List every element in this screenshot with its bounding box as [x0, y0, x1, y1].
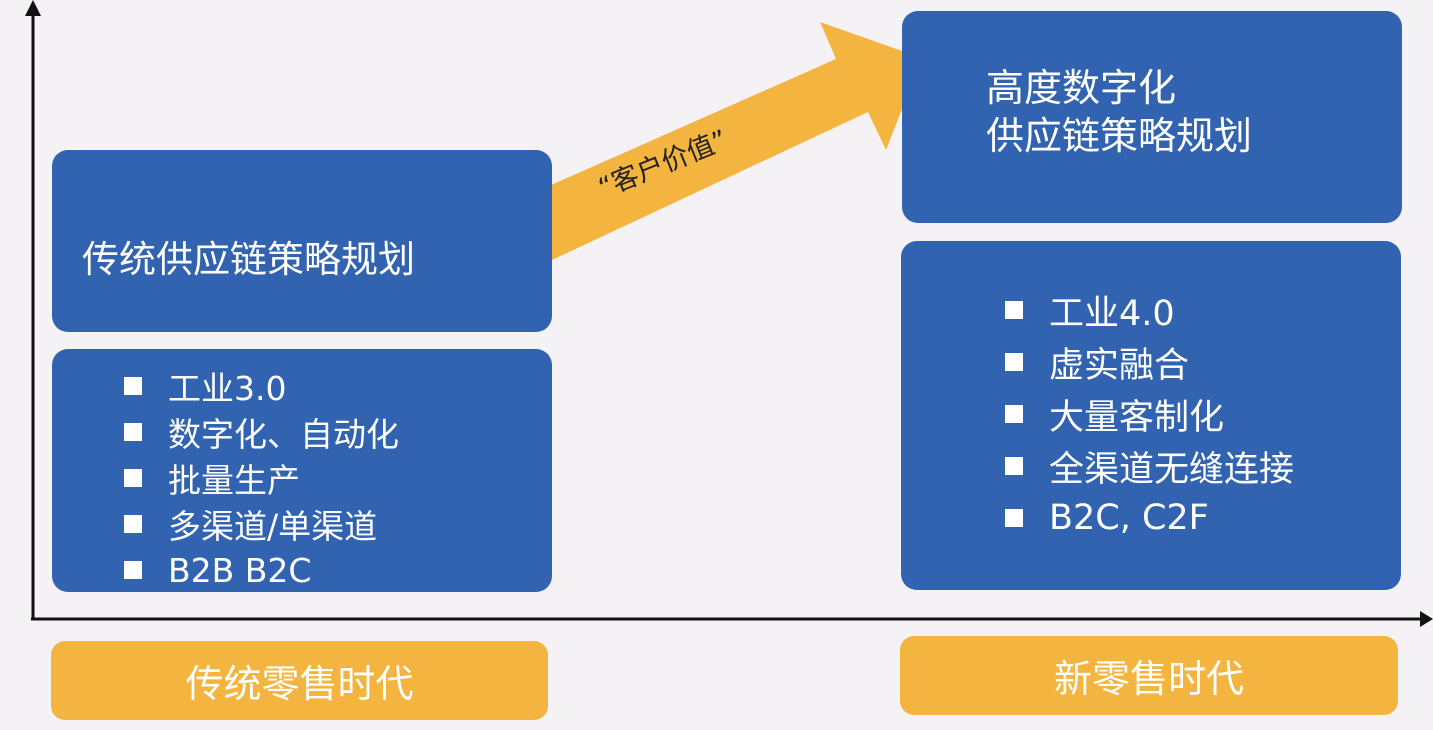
traditional-strategy-box: 传统供应链策略规划	[52, 150, 552, 332]
traditional-strategy-title: 传统供应链策略规划	[82, 238, 415, 281]
square-bullet-icon	[124, 423, 142, 441]
square-bullet-icon	[1005, 301, 1023, 319]
traditional-features-list: 工业3.0 数字化、自动化 批量生产 多渠道/单渠道 B2B B2C	[124, 363, 552, 593]
list-item: 虚实融合	[1005, 336, 1401, 388]
y-axis-arrowhead	[25, 0, 41, 16]
list-item: 数字化、自动化	[124, 409, 552, 455]
digital-features-list: 工业4.0 虚实融合 大量客制化 全渠道无缝连接 B2C, C2F	[1005, 284, 1401, 544]
digital-strategy-title-line-2: 供应链策略规划	[986, 114, 1253, 158]
traditional-retail-era-label: 传统零售时代	[51, 641, 548, 720]
square-bullet-icon	[124, 515, 142, 533]
square-bullet-icon	[1005, 457, 1023, 475]
digital-strategy-title-line-1: 高度数字化	[986, 66, 1177, 110]
square-bullet-icon	[1005, 509, 1023, 527]
x-axis-arrowhead	[1420, 611, 1433, 627]
square-bullet-icon	[1005, 353, 1023, 371]
list-item: 工业3.0	[124, 363, 552, 409]
new-retail-era-label: 新零售时代	[900, 636, 1398, 715]
traditional-features-box: 工业3.0 数字化、自动化 批量生产 多渠道/单渠道 B2B B2C	[52, 349, 552, 592]
list-item: 全渠道无缝连接	[1005, 440, 1401, 492]
digital-strategy-box: 高度数字化 供应链策略规划	[902, 11, 1402, 223]
list-item: 大量客制化	[1005, 388, 1401, 440]
square-bullet-icon	[124, 469, 142, 487]
square-bullet-icon	[124, 561, 142, 579]
square-bullet-icon	[1005, 405, 1023, 423]
list-item: 工业4.0	[1005, 284, 1401, 336]
digital-features-box: 工业4.0 虚实融合 大量客制化 全渠道无缝连接 B2C, C2F	[901, 241, 1401, 590]
square-bullet-icon	[124, 377, 142, 395]
list-item: B2C, C2F	[1005, 492, 1401, 544]
list-item: B2B B2C	[124, 547, 552, 593]
list-item: 多渠道/单渠道	[124, 501, 552, 547]
customer-value-arrow	[490, 22, 922, 275]
list-item: 批量生产	[124, 455, 552, 501]
